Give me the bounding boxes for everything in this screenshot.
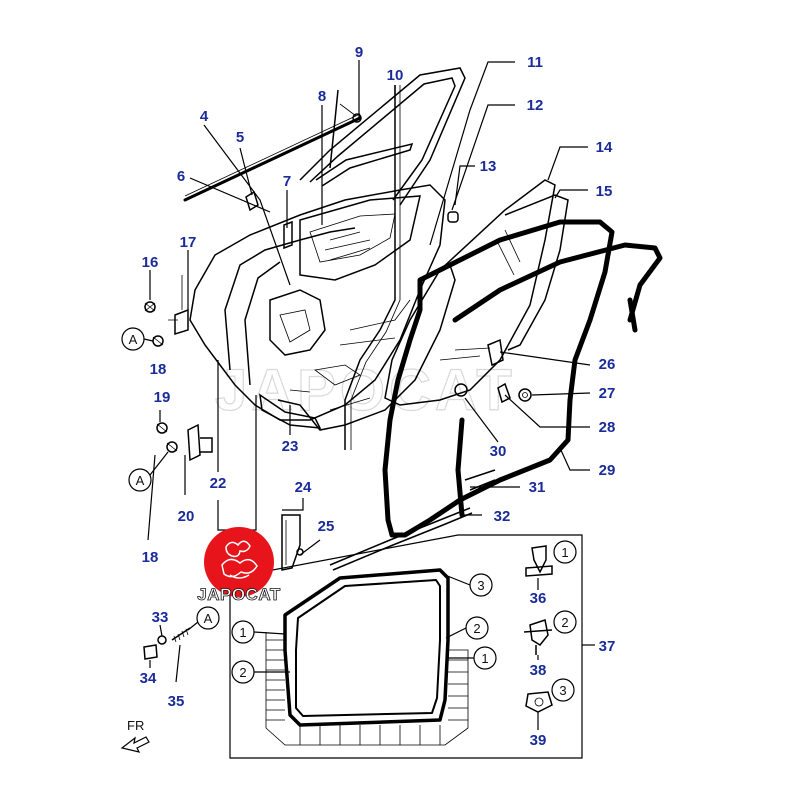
callout-19: 19 — [154, 389, 171, 406]
callout-30: 30 — [490, 443, 507, 460]
callout-25: 25 — [318, 518, 335, 535]
ref-a-middle: A — [128, 451, 169, 492]
fastener-38 — [523, 619, 553, 655]
callout-8: 8 — [318, 88, 326, 105]
callout-33: 33 — [152, 609, 169, 626]
svg-text:A: A — [129, 332, 138, 347]
callout-38: 38 — [530, 662, 547, 679]
belt-molding — [183, 113, 362, 202]
glass-run — [504, 194, 569, 351]
svg-text:A: A — [136, 473, 145, 488]
callout-35: 35 — [168, 693, 185, 710]
detail-box — [229, 534, 583, 759]
svg-text:2: 2 — [239, 665, 246, 680]
callout-37: 37 — [599, 638, 616, 655]
callout-11: 11 — [527, 54, 543, 71]
svg-text:3: 3 — [559, 683, 566, 698]
svg-text:JAPOCAT: JAPOCAT — [197, 585, 281, 604]
hardware-right — [439, 338, 532, 404]
ref-3-top: 3 — [469, 573, 493, 597]
ref-3-fastener: 3 — [551, 678, 575, 702]
callout-5: 5 — [236, 129, 244, 146]
ref-1-fastener: 1 — [553, 540, 577, 564]
leader-lines — [147, 60, 595, 730]
japocat-logo: JAPOCAT — [197, 527, 281, 604]
svg-text:FR: FR — [127, 718, 144, 733]
inner-trim — [277, 264, 456, 431]
watermark: JAPOCAT — [215, 358, 516, 423]
ref-1-left: 1 — [231, 620, 255, 644]
callout-18-lower: 18 — [142, 549, 159, 566]
callout-22: 22 — [210, 475, 227, 492]
callout-18-upper: 18 — [150, 361, 167, 378]
callout-24: 24 — [295, 479, 312, 496]
bolts-lower-left — [143, 627, 191, 660]
callout-23: 23 — [282, 438, 299, 455]
ref-2-left: 2 — [231, 660, 255, 684]
svg-text:1: 1 — [561, 545, 568, 560]
lower-seal — [329, 507, 473, 571]
callout-12: 12 — [527, 97, 544, 114]
ref-1-right: 1 — [473, 646, 497, 670]
svg-text:2: 2 — [473, 621, 480, 636]
callout-9: 9 — [355, 44, 363, 61]
callout-14: 14 — [596, 139, 613, 156]
ref-a-upper: A — [121, 327, 154, 351]
ref-2-right: 2 — [465, 616, 489, 640]
ref-2-fastener: 2 — [553, 610, 577, 634]
svg-text:1: 1 — [481, 651, 488, 666]
run-channel — [344, 85, 396, 450]
small-parts-top — [245, 103, 459, 250]
callout-31: 31 — [529, 479, 546, 496]
callout-13: 13 — [480, 158, 497, 175]
window-frame — [299, 67, 466, 206]
svg-text:3: 3 — [477, 578, 484, 593]
callout-15: 15 — [596, 183, 613, 200]
secondary-weatherstrip — [452, 242, 663, 518]
front-direction-marker: FR — [120, 718, 150, 753]
callout-36: 36 — [530, 590, 547, 607]
hinge-lower — [156, 422, 213, 462]
callout-28: 28 — [599, 419, 616, 436]
callout-39: 39 — [530, 732, 547, 749]
hinge-upper — [144, 275, 189, 347]
svg-text:A: A — [204, 611, 213, 626]
callout-20: 20 — [178, 508, 195, 525]
callout-34: 34 — [140, 670, 157, 687]
callout-10: 10 — [387, 67, 404, 84]
callout-6: 6 — [177, 168, 185, 185]
callout-27: 27 — [599, 385, 616, 402]
svg-text:2: 2 — [561, 615, 568, 630]
callout-4: 4 — [200, 108, 209, 125]
callout-7: 7 — [283, 173, 291, 190]
callout-16: 16 — [142, 254, 159, 271]
ref-a-lower: A — [196, 606, 220, 630]
fastener-36 — [525, 545, 553, 577]
door-weatherstrip — [382, 219, 615, 538]
callout-32: 32 — [494, 508, 511, 525]
callout-17: 17 — [180, 234, 197, 251]
svg-text:1: 1 — [239, 625, 246, 640]
callout-29: 29 — [599, 462, 616, 479]
fastener-39 — [525, 691, 553, 713]
door-seal-detail — [265, 568, 469, 746]
clip-24-25 — [281, 514, 304, 571]
callout-26: 26 — [599, 356, 616, 373]
